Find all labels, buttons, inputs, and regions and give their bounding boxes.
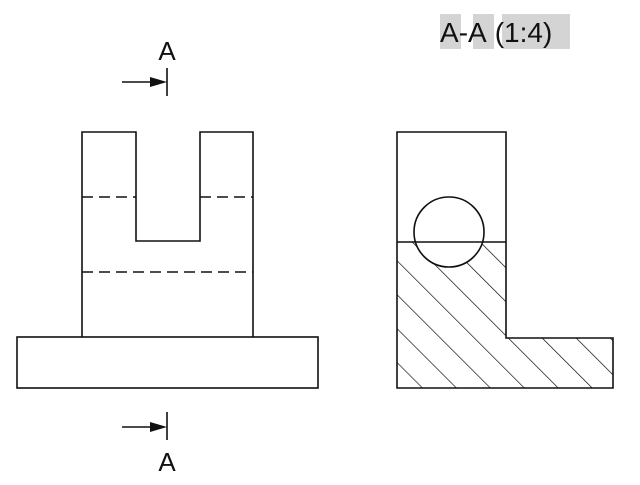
title-highlight-a2	[473, 14, 494, 49]
section-letter-top: A	[158, 36, 176, 66]
section-letter-bottom: A	[158, 447, 176, 477]
section-marker-bottom: A	[122, 412, 176, 477]
view-arrow-head-top	[150, 77, 167, 87]
title-highlight-scale	[502, 14, 570, 49]
title-highlight-a1	[440, 14, 461, 49]
section-title-text: A-A(1:4)	[440, 17, 552, 48]
section-view-title: A-A(1:4)	[440, 14, 570, 49]
section-view	[396, 131, 614, 389]
view-arrow-head-bottom	[150, 422, 167, 432]
section-hole-mask	[414, 197, 484, 267]
front-view-base-plate	[16, 336, 319, 389]
front-view-upright-outline	[81, 131, 254, 337]
section-marker-top: A	[122, 36, 176, 96]
section-hole	[413, 196, 485, 268]
front-view	[16, 131, 319, 389]
section-view-outline	[396, 131, 614, 389]
